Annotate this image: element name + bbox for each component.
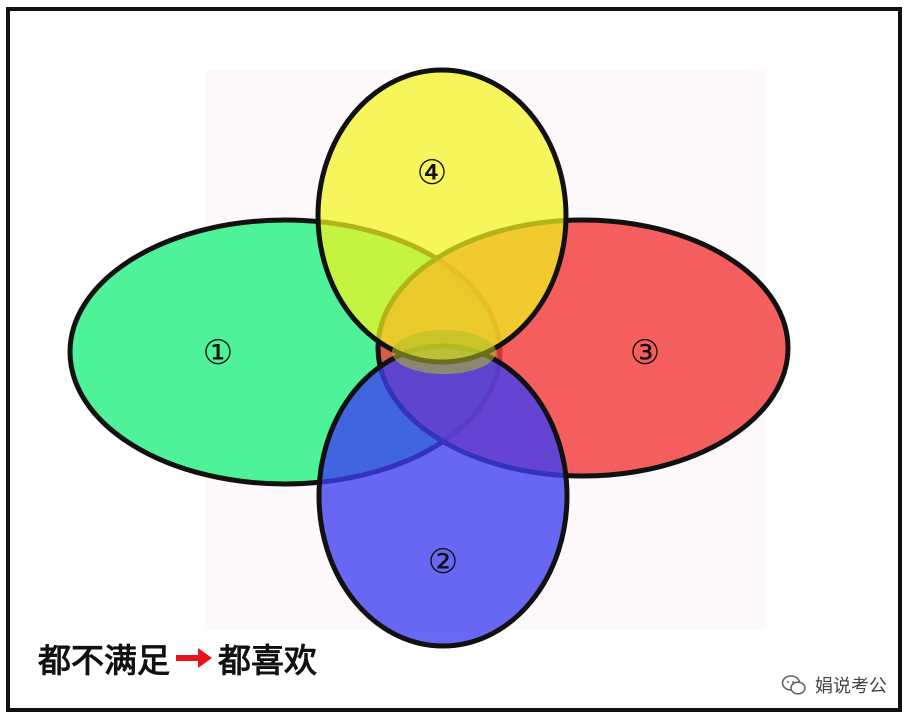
caption: 都不满足 都喜欢 <box>38 636 317 680</box>
right-arrow-icon <box>176 648 212 668</box>
wechat-icon <box>781 675 806 695</box>
set-2-ellipse <box>316 343 570 649</box>
region-label-4: ④ <box>417 153 447 193</box>
region-label-1: ① <box>203 333 233 373</box>
region-label-2: ② <box>428 542 458 582</box>
caption-before: 都不满足 <box>38 641 170 680</box>
watermark-text: 娟说考公 <box>815 676 887 697</box>
region-label-3: ③ <box>630 333 660 373</box>
watermark: 娟说考公 <box>781 672 887 698</box>
caption-after: 都喜欢 <box>218 641 317 680</box>
set-4-ellipse <box>315 67 569 365</box>
center-overlap <box>392 330 496 374</box>
